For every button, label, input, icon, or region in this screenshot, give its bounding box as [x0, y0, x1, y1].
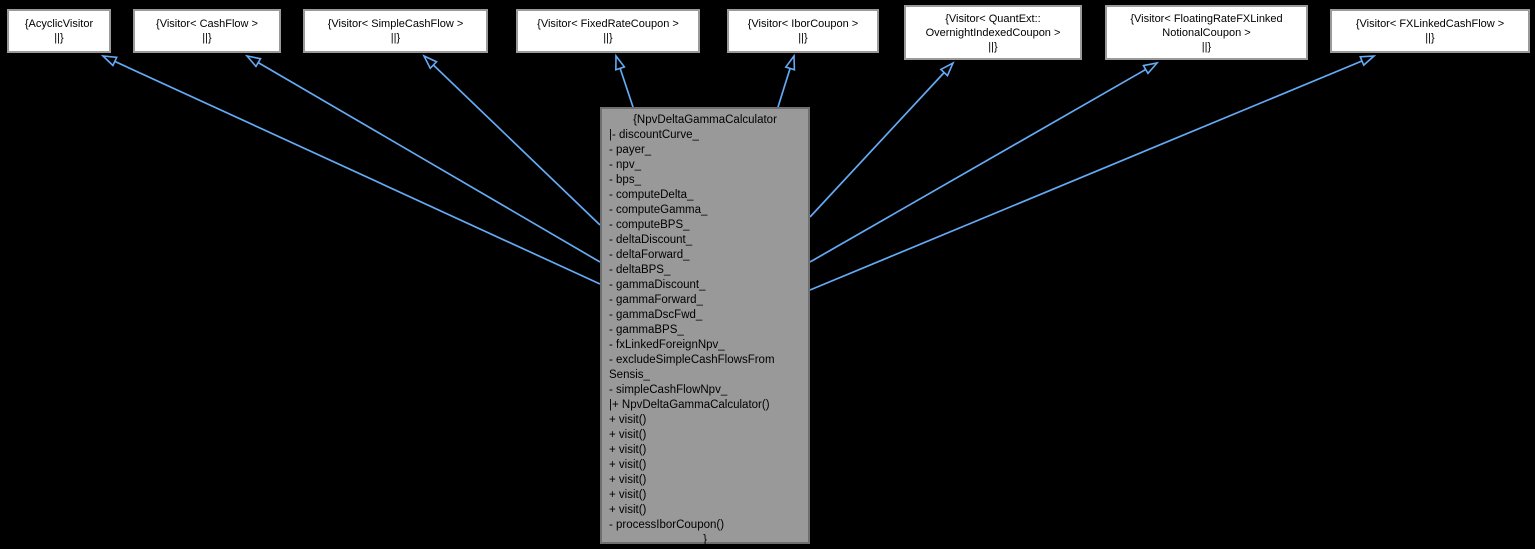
- edge-visitor-cashflow: [247, 56, 601, 263]
- class-node-visitor-floatingratefxlinkednotionalcoupon[interactable]: {Visitor< FloatingRateFXLinked NotionalC…: [1105, 5, 1308, 60]
- main-class-members: |- discountCurve_ - payer_ - npv_ - bps_…: [609, 129, 775, 531]
- class-node-visitor-iborcoupon[interactable]: {Visitor< IborCoupon > ||}: [727, 9, 879, 53]
- edge-visitor-iborcoupon: [777, 56, 794, 108]
- class-node-visitor-fxlinkedcashflow[interactable]: {Visitor< FXLinkedCashFlow > ||}: [1330, 9, 1530, 53]
- edge-visitor-simplecashflow: [424, 56, 601, 226]
- main-class-closing-brace: }: [703, 534, 707, 546]
- class-node-visitor-overnightindexedcoupon[interactable]: {Visitor< QuantExt:: OvernightIndexedCou…: [904, 5, 1082, 60]
- class-node-visitor-cashflow[interactable]: {Visitor< CashFlow > ||}: [133, 9, 281, 53]
- edge-acyclicvisitor: [103, 56, 601, 285]
- edge-visitor-fxlinkedcashflow: [809, 56, 1374, 291]
- edge-visitor-fixedratecoupon: [616, 56, 634, 108]
- class-node-visitor-simplecashflow[interactable]: {Visitor< SimpleCashFlow > ||}: [303, 9, 488, 53]
- edge-visitor-floatingratefxlinkednotionalcoupon: [809, 63, 1157, 263]
- main-class-title: {NpvDeltaGammaCalculator: [633, 114, 777, 126]
- edge-visitor-overnightindexedcoupon: [809, 63, 953, 218]
- class-node-visitor-fixedratecoupon[interactable]: {Visitor< FixedRateCoupon > ||}: [516, 9, 700, 53]
- class-node-npvdeltagammacalculator: {NpvDeltaGammaCalculator |- discountCurv…: [600, 107, 810, 546]
- class-node-acyclicvisitor[interactable]: {AcyclicVisitor ||}: [7, 9, 111, 53]
